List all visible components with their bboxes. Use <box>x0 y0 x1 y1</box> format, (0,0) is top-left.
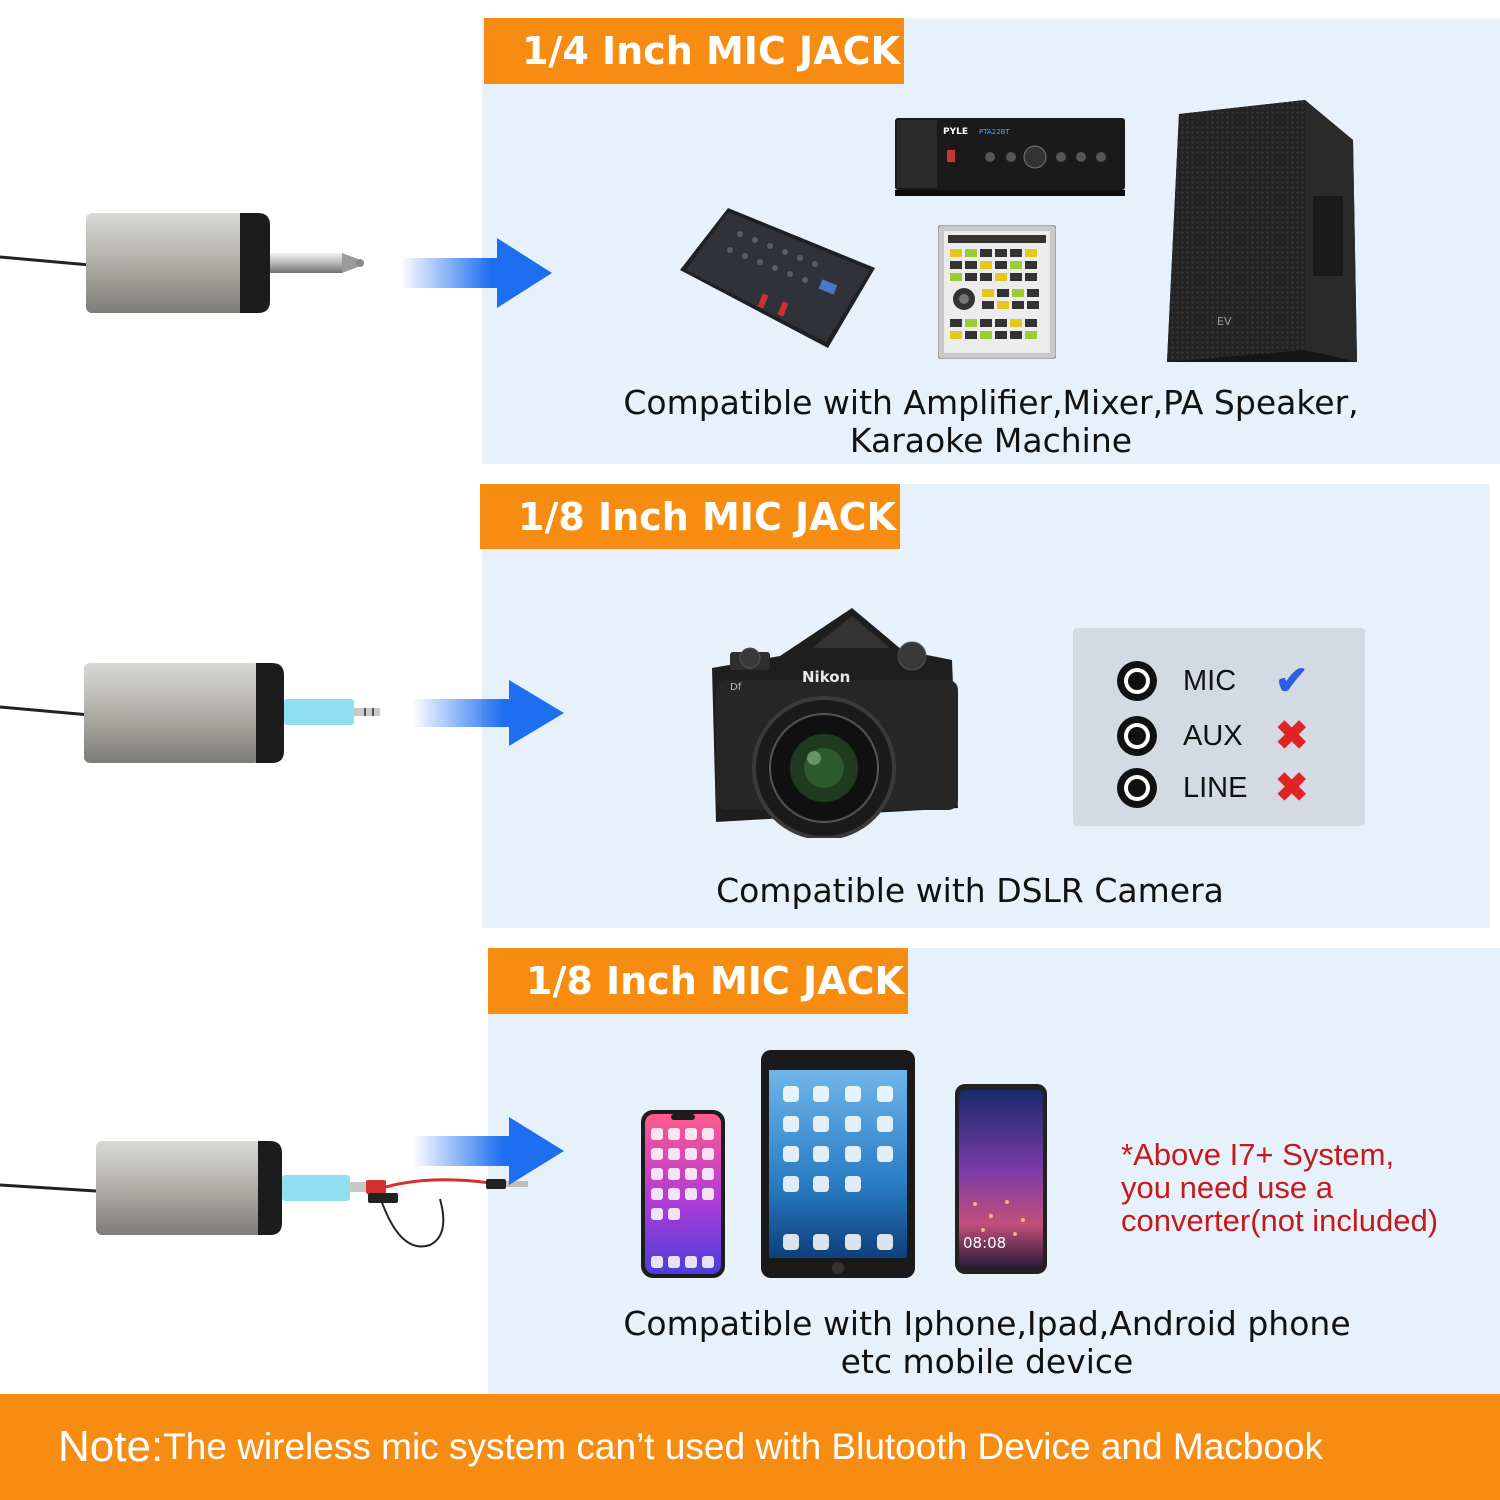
amp-brand: PYLE <box>943 127 968 137</box>
iphone-image <box>641 1110 725 1278</box>
mixer-image <box>680 208 875 348</box>
section-1-tab: 1/4 Inch MIC JACK <box>484 18 904 84</box>
check-icon: ✔ <box>1275 659 1309 703</box>
receiver-quarter-inch <box>0 213 364 313</box>
converter-note-line: converter(not included) <box>1121 1203 1439 1238</box>
ipad-image <box>761 1050 915 1278</box>
section-2-tab: 1/8 Inch MIC JACK <box>480 484 900 549</box>
converter-note: *Above I7+ System, you need use a conver… <box>1121 1138 1481 1237</box>
converter-note-line: *Above I7+ System, <box>1121 1137 1395 1172</box>
audio-jack-icon <box>1117 661 1157 701</box>
port-compatibility-box: MIC ✔ AUX ✖ LINE ✖ <box>1073 628 1365 826</box>
pa-speaker-image: EV <box>1167 100 1357 362</box>
caption-line: Compatible with Iphone,Ipad,Android phon… <box>623 1304 1351 1343</box>
receiver-eighth-inch-splitter <box>0 1141 528 1248</box>
arrow-right-icon <box>412 680 564 746</box>
svg-text:EV: EV <box>1217 315 1232 328</box>
caption-line: Compatible with DSLR Camera <box>716 871 1224 910</box>
caption-line: Karaoke Machine <box>849 421 1133 460</box>
android-phone-image: 08:08 <box>955 1084 1047 1274</box>
port-row-aux: AUX ✖ <box>1117 716 1309 756</box>
camera-model: Df <box>730 682 742 693</box>
note-bar: Note: The wireless mic system can’t used… <box>0 1394 1500 1500</box>
cross-icon: ✖ <box>1275 714 1309 758</box>
section-2-caption: Compatible with DSLR Camera <box>482 872 1458 910</box>
section-3-tab: 1/8 Inch MIC JACK <box>488 948 908 1014</box>
converter-note-line: you need use a <box>1121 1170 1334 1205</box>
section-1-caption: Compatible with Amplifier,Mixer,PA Speak… <box>482 384 1500 460</box>
port-row-mic: MIC ✔ <box>1117 661 1309 701</box>
port-label: LINE <box>1183 771 1248 804</box>
section-3-caption: Compatible with Iphone,Ipad,Android phon… <box>488 1305 1486 1381</box>
port-row-line: LINE ✖ <box>1117 768 1309 808</box>
amp-model: PTA22BT <box>979 128 1010 136</box>
camera-brand: Nikon <box>802 668 850 686</box>
caption-line: Compatible with Amplifier,Mixer,PA Speak… <box>623 383 1359 422</box>
caption-line: etc mobile device <box>840 1342 1134 1381</box>
receiver-eighth-inch <box>0 663 380 763</box>
note-text: The wireless mic system can’t used with … <box>163 1426 1323 1467</box>
note-label: Note: <box>58 1422 164 1471</box>
arrow-right-icon <box>400 238 552 308</box>
audio-jack-icon <box>1117 716 1157 756</box>
arrow-right-icon <box>412 1117 564 1185</box>
cross-icon: ✖ <box>1275 766 1309 810</box>
port-label: AUX <box>1183 719 1243 752</box>
amplifier-image: PYLE PTA22BT <box>895 118 1125 196</box>
audio-jack-icon <box>1117 768 1157 808</box>
dslr-camera-image: Nikon Df <box>712 608 958 838</box>
phone-clock: 08:08 <box>963 1234 1006 1252</box>
port-label: MIC <box>1183 664 1237 697</box>
karaoke-machine-image <box>938 225 1056 359</box>
